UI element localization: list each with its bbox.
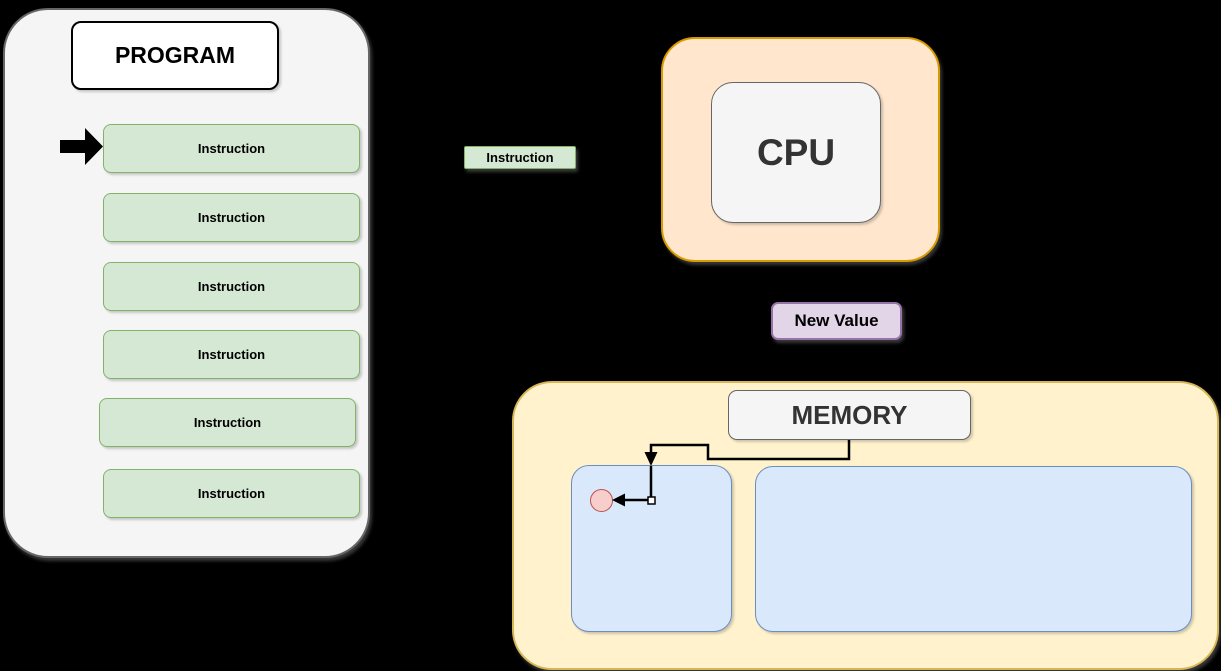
program-title: PROGRAM: [71, 21, 279, 90]
instruction-transfer-label: Instruction: [464, 146, 576, 169]
instruction-row: Instruction: [103, 124, 360, 173]
cpu-label-box: CPU: [711, 82, 881, 223]
instruction-row: Instruction: [103, 193, 360, 242]
memory-cell-large: [755, 466, 1192, 632]
instruction-row: Instruction: [99, 398, 356, 447]
instruction-row: Instruction: [103, 262, 360, 311]
instruction-row: Instruction: [103, 330, 360, 379]
new-value-label: New Value: [771, 302, 902, 340]
memory-value-dot-icon: [590, 489, 613, 512]
instruction-row: Instruction: [103, 469, 360, 518]
memory-title: MEMORY: [728, 390, 971, 440]
